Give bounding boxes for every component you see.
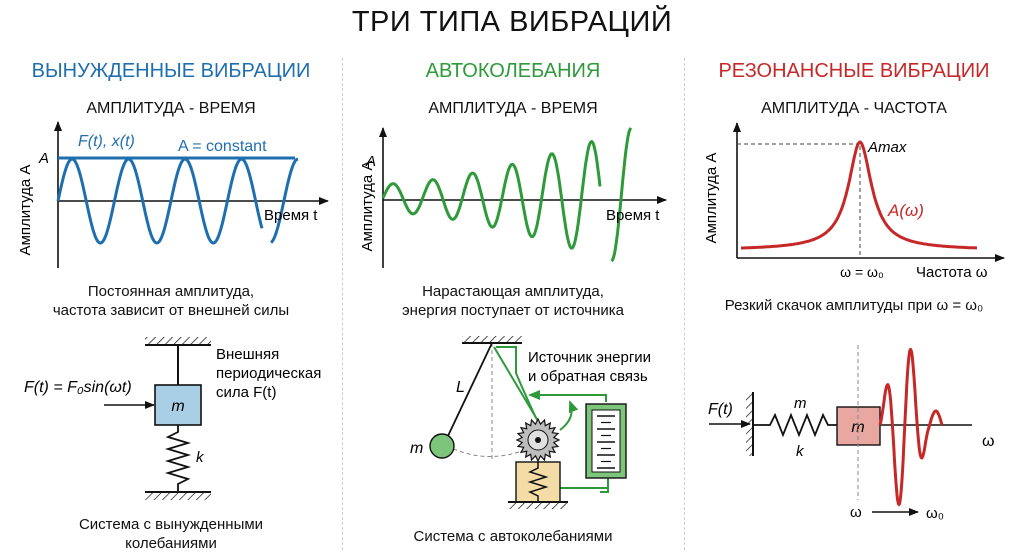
self-energy-source-plates (597, 415, 615, 469)
system-forced-line2: колебаниями (125, 535, 217, 552)
page-title: ТРИ ТИПА ВИБРАЦИЙ (351, 6, 673, 38)
forced-ext-line2: периодическая (216, 365, 321, 382)
forced-series-label: F(t), x(t) (78, 133, 135, 150)
self-rod-green (493, 346, 539, 422)
resonance-mechanism: F(t) m k m ω ω ω₀ (708, 345, 995, 522)
res-mass-label: m (851, 419, 864, 436)
self-rotation-arrow (559, 400, 579, 431)
forced-mechanism: m k F(t) = F₀sin(ωt) Внешняя периодическ… (24, 337, 321, 500)
heading-self-oscillation: АВТОКОЛЕБАНИЯ (425, 60, 601, 82)
self-gear-axle (535, 437, 541, 443)
res-curve-label: A(ω) (887, 201, 924, 220)
self-ceiling-hatch (462, 336, 522, 343)
self-mechanism: m L Источник энергии и обратная связь (410, 336, 651, 509)
plot-title-self-oscillation: АМПЛИТУДА - ВРЕМЯ (428, 100, 598, 117)
res-spring (753, 412, 837, 438)
forced-force-label: F(t) = F₀sin(ωt) (24, 379, 132, 396)
res-curve (741, 140, 978, 250)
self-feedback-arrow (528, 390, 607, 402)
caption-forced-line1: Постоянная амплитуда, (87, 283, 255, 300)
column-separator-2 (684, 58, 685, 550)
heading-resonance: РЕЗОНАНСНЫЕ ВИБРАЦИИ (718, 60, 990, 82)
caption-self-line1: Нарастающая амплитуда, (422, 283, 604, 300)
res-spring-m-label: m (794, 395, 807, 412)
self-x-label: Время t (606, 207, 660, 224)
caption-self-line2: энергия поступает от источника (402, 302, 624, 319)
resonance-plot: Амплитуда A Частота ω Amax A(ω) ω = ω₀ (703, 122, 1005, 281)
forced-x-label: Время t (264, 207, 318, 224)
self-mass-label: m (410, 440, 423, 457)
self-source-line1: Источник энергии (528, 349, 651, 366)
forced-mass (154, 384, 202, 426)
forced-ceiling-hatch (145, 337, 211, 345)
forced-ext-line3: сила F(t) (216, 384, 276, 401)
self-wave (381, 127, 633, 263)
self-gear-icon (515, 417, 561, 463)
caption-forced: Постоянная амплитуда, частота зависит от… (0, 282, 342, 320)
forced-wave (56, 157, 299, 245)
heading-forced: ВЫНУЖДЕННЫЕ ВИБРАЦИИ (31, 60, 311, 82)
self-floor-hatch (508, 502, 568, 509)
res-wave (878, 347, 944, 507)
caption-resonance: Резкий скачок амплитуды при ω = ω₀ (724, 297, 984, 314)
caption-forced-line2: частота зависит от внешней силы (52, 302, 290, 319)
forced-spring-label: k (196, 449, 205, 466)
res-x-label: Частота ω (916, 264, 988, 281)
res-omega-eq: ω = ω₀ (840, 264, 884, 280)
self-energy-source-inner (591, 409, 621, 473)
res-y-label: Амплитуда A (703, 153, 720, 244)
self-source-line2: и обратная связь (528, 368, 648, 385)
forced-plot: A Амплитуда A Время t F(t), x(t) A = con… (17, 121, 329, 268)
forced-constant-label: A = constant (178, 138, 267, 155)
system-forced-line1: Система с вынужденными (78, 516, 264, 533)
forced-floor-hatch (145, 492, 211, 500)
self-length-label: L (456, 379, 465, 396)
plot-title-resonance: АМПЛИТУДА - ЧАСТОТА (761, 100, 947, 117)
self-y-tick: A (365, 153, 376, 170)
column-separator-1 (342, 58, 343, 550)
forced-ext-line1: Внешняя (216, 346, 279, 363)
res-omega-from: ω (850, 504, 862, 521)
forced-y-tick: A (38, 150, 49, 167)
self-y-label: Амплитуда A (359, 161, 376, 252)
self-base-spring (527, 462, 549, 502)
res-omega-label: ω (982, 433, 995, 450)
self-plot: A Амплитуда A Время t (359, 127, 667, 268)
res-spring-k-label: k (796, 443, 805, 460)
forced-y-label: Амплитуда A (17, 165, 34, 256)
system-caption-self: Система с автоколебаниями (413, 528, 613, 545)
self-pendulum-ball (429, 433, 455, 459)
forced-spring (164, 425, 192, 492)
self-pendulum-rod (446, 342, 493, 439)
caption-self-oscillation: Нарастающая амплитуда, энергия поступает… (342, 282, 684, 320)
plot-title-forced: АМПЛИТУДА - ВРЕМЯ (86, 100, 256, 117)
system-caption-forced: Система с вынужденными колебаниями (0, 515, 342, 553)
forced-mass-label: m (171, 398, 184, 415)
self-feedback-line-bottom (600, 478, 609, 493)
res-amax-label: Amax (867, 139, 907, 156)
res-force-label: F(t) (708, 401, 733, 418)
res-omega-to: ω₀ (926, 505, 944, 522)
